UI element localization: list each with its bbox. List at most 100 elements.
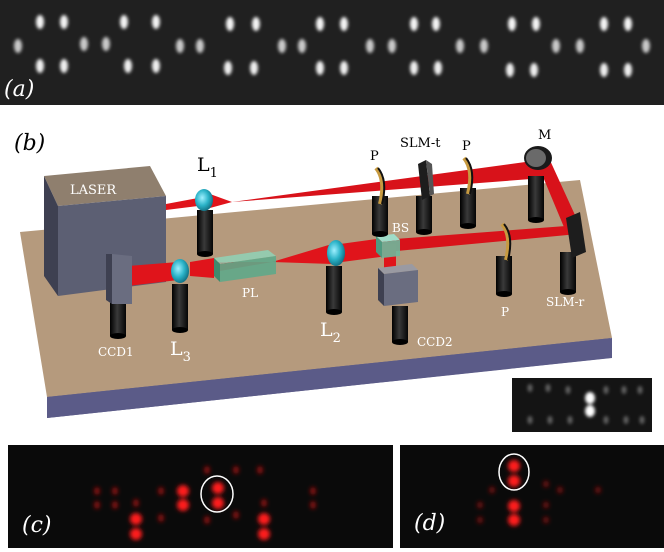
ccd2: CCD2 [378, 264, 453, 349]
light-spot [60, 15, 68, 29]
light-spot [543, 480, 549, 488]
light-spot [133, 499, 139, 507]
light-spot [124, 59, 132, 73]
beam-laser-to-l1 [166, 198, 198, 210]
panel-d-spots [477, 460, 601, 526]
light-spot [233, 466, 239, 474]
light-spot [543, 516, 549, 524]
light-spot [477, 501, 483, 509]
panel-d-label: (d) [414, 511, 445, 536]
light-spot [204, 466, 210, 474]
mirror-label: M [538, 128, 551, 143]
lens-l2: L2 [320, 240, 345, 346]
light-spot [639, 416, 645, 424]
light-spot [152, 15, 160, 29]
light-spot [261, 499, 267, 507]
light-spot [130, 528, 142, 540]
light-spot [603, 416, 609, 424]
light-spot [480, 39, 488, 53]
lens-l1: L1 [195, 154, 218, 257]
laser-label: LASER [70, 183, 117, 198]
panel-a: (a) [0, 0, 664, 105]
panel-d-background [400, 445, 664, 548]
polarizer-1-optic [374, 166, 385, 205]
light-spot [585, 392, 595, 404]
light-spot [565, 386, 571, 394]
light-spot [14, 39, 22, 53]
lens-l3-optic [171, 259, 189, 283]
lens-l3-post [172, 284, 188, 330]
ccd2-side [378, 268, 384, 306]
bs-cube-face [376, 236, 382, 258]
light-spot [410, 17, 418, 31]
laser-top [44, 166, 166, 206]
light-spot [158, 487, 164, 495]
light-spot [623, 416, 629, 424]
panel-b-label: (b) [14, 131, 45, 156]
beam-path [128, 156, 580, 286]
polarizer-2-label: P [462, 139, 471, 154]
laser-front [44, 176, 58, 296]
light-spot [36, 15, 44, 29]
light-spot [642, 39, 650, 53]
beam-l1-focus [210, 194, 232, 208]
light-spot [316, 17, 324, 31]
light-spot [508, 500, 520, 512]
polarizer-3-post [496, 256, 512, 294]
slm-t-label: SLM-t [400, 136, 441, 151]
panel-a-spots [14, 15, 650, 77]
light-spot [158, 514, 164, 522]
ccd2-top [378, 264, 418, 274]
light-spot [508, 514, 520, 526]
slm-r: SLM-r [546, 212, 586, 309]
ccd1: CCD1 [98, 254, 134, 359]
lens-l2-label: L2 [320, 319, 341, 346]
light-spot [434, 61, 442, 75]
light-spot [226, 17, 234, 31]
panel-d-highlight-circle [498, 453, 530, 491]
light-spot [196, 39, 204, 53]
light-spot [258, 513, 270, 525]
polarizer-3-label: P [501, 305, 509, 319]
polarizer-1-post-cap [372, 231, 388, 237]
inset-spots [527, 384, 645, 424]
light-spot [224, 61, 232, 75]
light-spot [316, 61, 324, 75]
lens-l3-label: L3 [170, 338, 191, 365]
light-spot [432, 17, 440, 31]
light-spot [152, 59, 160, 73]
pl-face [220, 256, 276, 282]
light-spot [212, 497, 224, 509]
mirror-post [528, 176, 544, 220]
polarizer-1: P [370, 149, 388, 237]
light-spot [576, 39, 584, 53]
polarizer-2-post [460, 188, 476, 226]
light-spot [204, 516, 210, 524]
table-front-edge [47, 338, 612, 418]
light-spot [567, 416, 573, 424]
inset-image [510, 376, 654, 434]
ccd2-post-cap [392, 339, 408, 345]
light-spot [621, 386, 627, 394]
light-spot [80, 37, 88, 51]
light-spot [527, 416, 533, 424]
panel-a-label: (a) [4, 77, 34, 102]
light-spot [624, 17, 632, 31]
light-spot [388, 39, 396, 53]
pl-body [214, 258, 220, 282]
lens-l1-label: L1 [197, 154, 218, 181]
light-spot [557, 486, 563, 494]
lens-l3: L3 [170, 259, 191, 365]
lens-l1-post-cap [197, 251, 213, 257]
light-spot [94, 487, 100, 495]
inset-background [512, 378, 652, 432]
panel-c-highlight-circle [200, 475, 234, 513]
polarizer-1-post [372, 196, 388, 234]
light-spot [112, 501, 118, 509]
light-spot [508, 17, 516, 31]
beam-pl-to-l3 [190, 258, 214, 278]
mirror: M [524, 128, 552, 223]
slm-t-panel-edge [426, 160, 434, 196]
slm-r-panel [566, 212, 586, 258]
